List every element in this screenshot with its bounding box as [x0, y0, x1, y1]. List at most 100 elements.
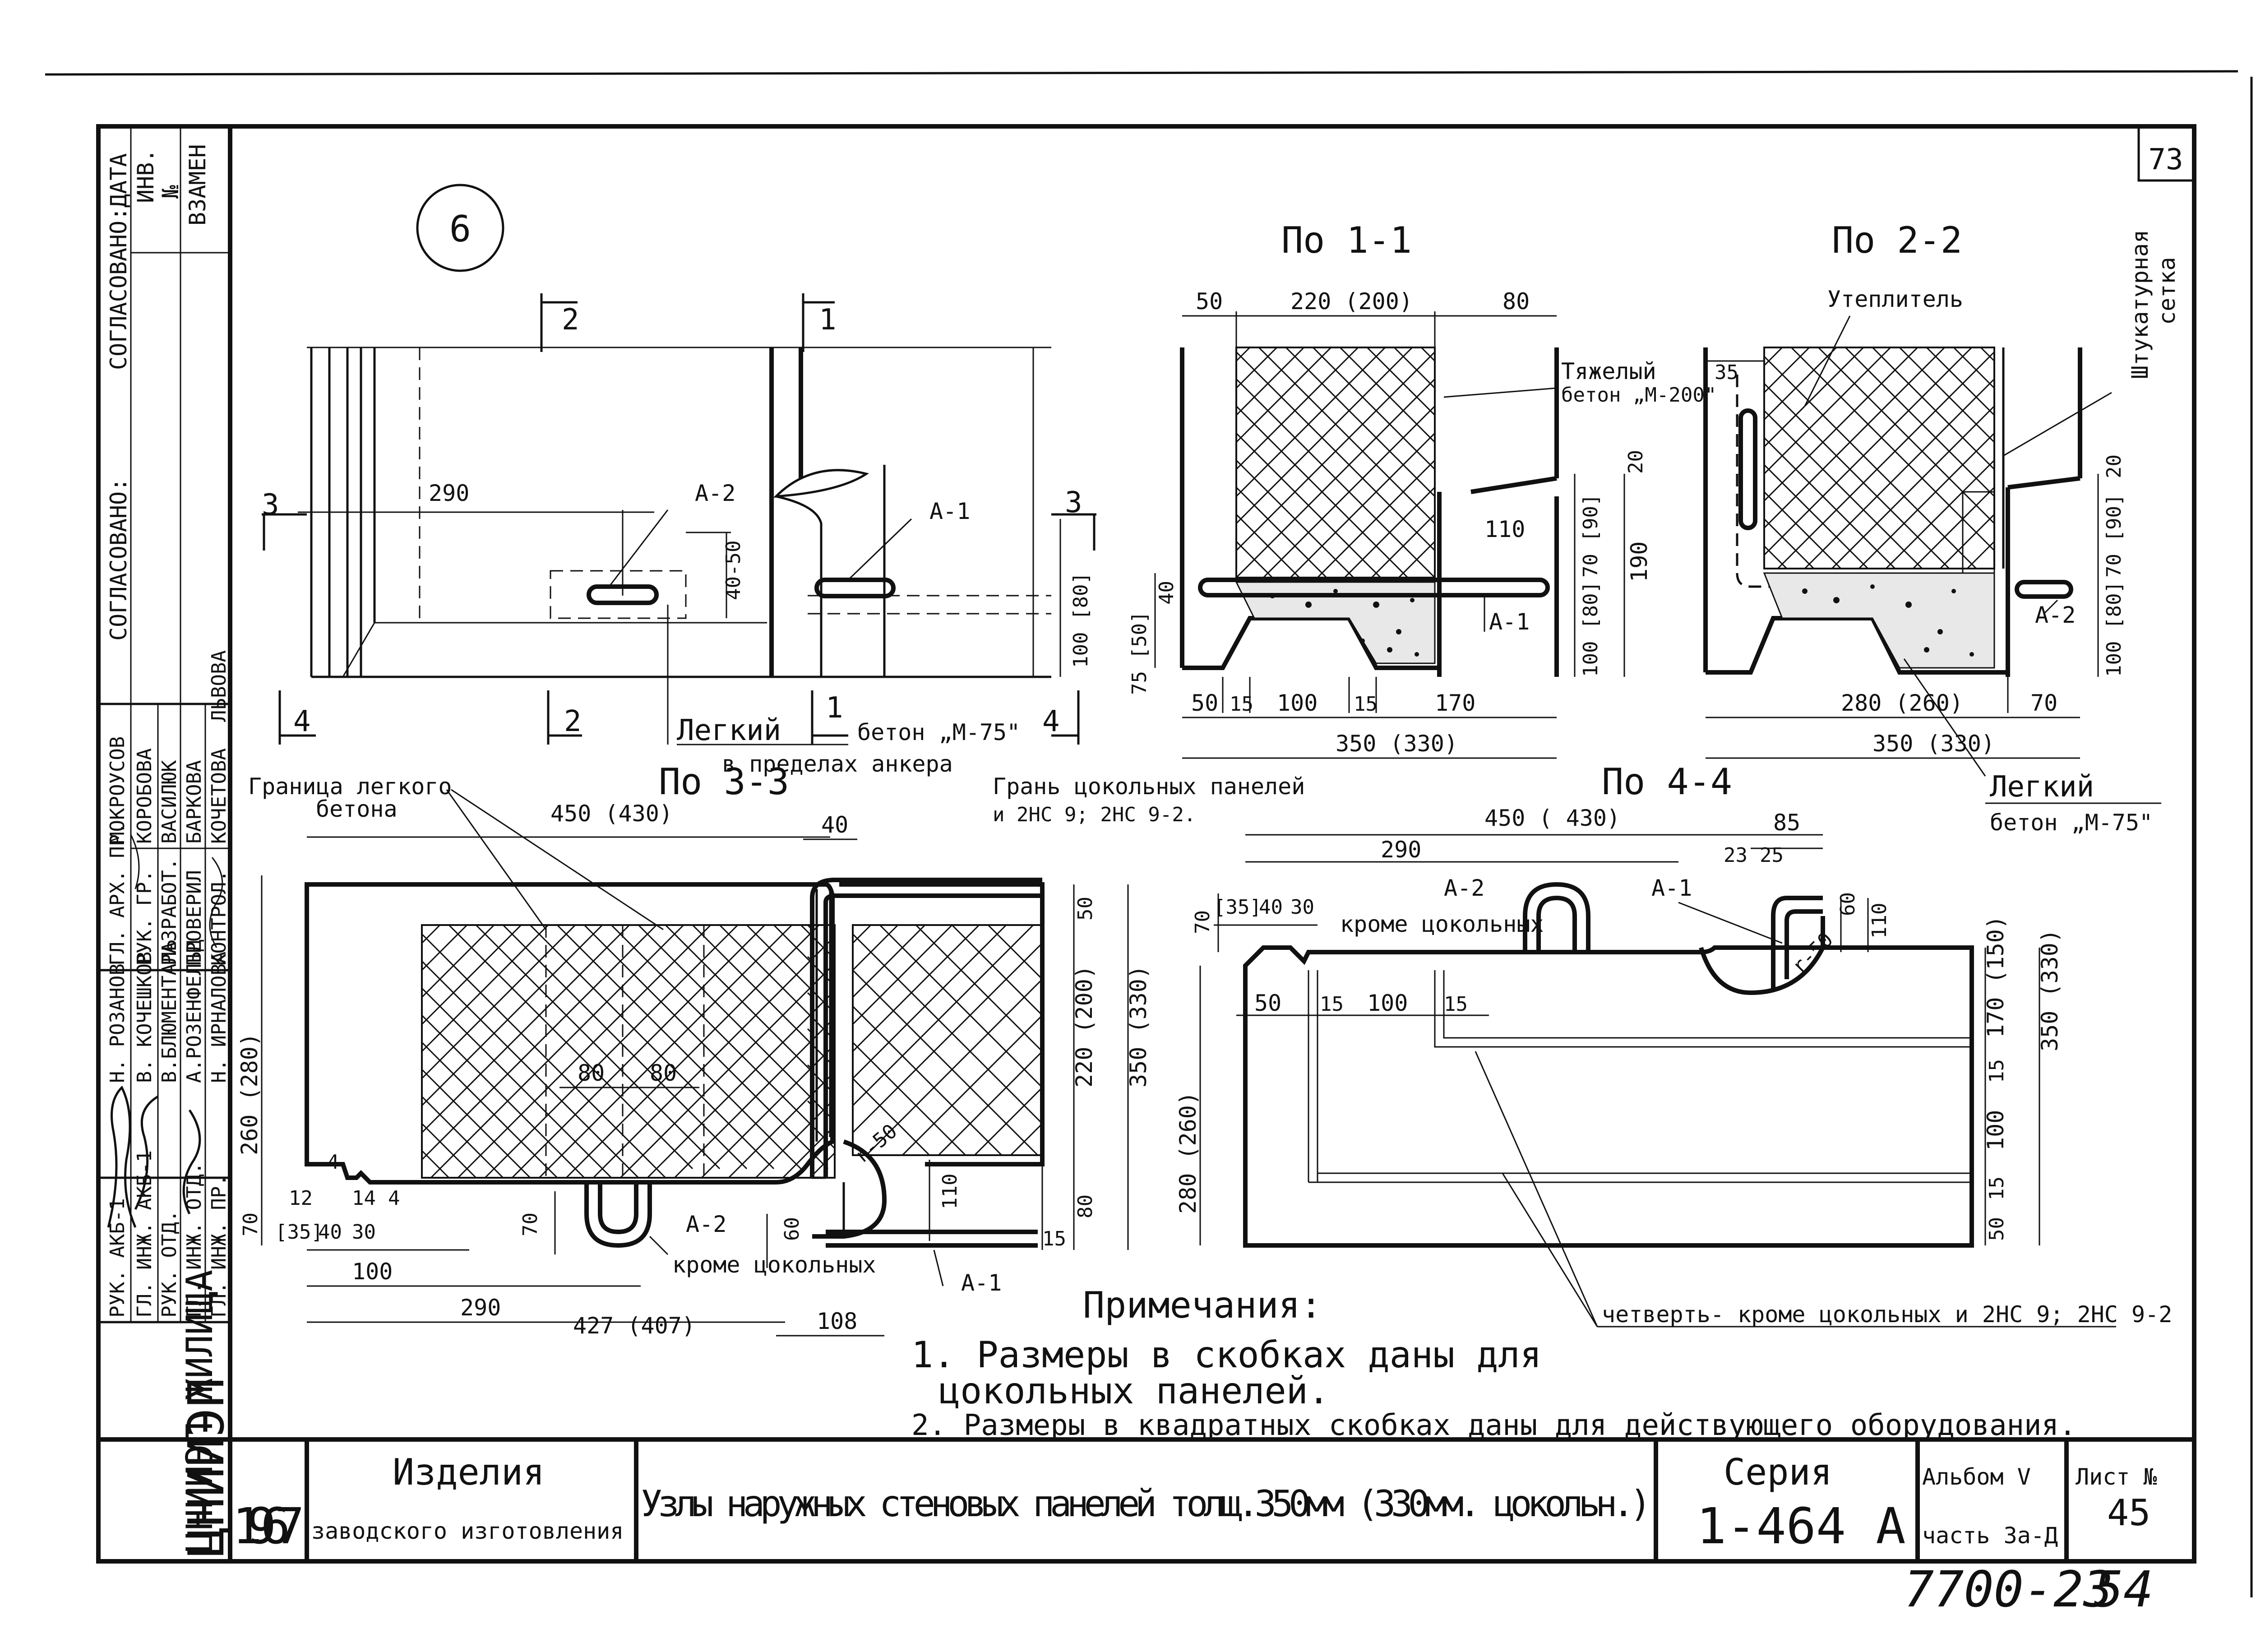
dim-40-1-1: 40 — [1155, 581, 1178, 605]
signatures — [107, 834, 223, 1228]
dim-70-b-3-3: 70 — [239, 1212, 262, 1236]
archive-number: 7700-23 — [1904, 1560, 2113, 1618]
label-light-boundary: Граница легкого — [248, 773, 452, 800]
dim-14: 14 — [352, 1187, 376, 1210]
stamp-name: Н. ИРНАЛОВА — [208, 952, 231, 1083]
stamp-role: ГЛ. ИНЖ. АКБ-1 — [133, 1150, 156, 1318]
stamp-role: ГЛ. АРХ. ПР. — [106, 822, 129, 966]
section-mark-2-top: 2 — [562, 303, 579, 337]
dim-r50-4-4: r-50 — [1788, 928, 1838, 978]
dim-50-bottom-1-1: 50 — [1191, 690, 1218, 716]
dim-70-a-3-3: 70 — [519, 1212, 542, 1236]
dim-75-50: 75 [50] — [1128, 611, 1151, 695]
title-block-frame — [228, 1439, 2069, 1561]
top-edge-line — [45, 70, 2238, 76]
dim-50-3-3: 50 — [1074, 897, 1097, 921]
caption-concrete-m75: бетон „М-75" — [857, 719, 1020, 745]
sheet-frame — [96, 124, 2196, 1564]
page-number-box — [2137, 126, 2194, 182]
notes-heading: Примечания: — [1083, 1284, 1322, 1326]
section-1-1 — [1154, 311, 1625, 759]
stamp-names-col2: МОКРОУСОВ КОРОБОВА ВАСИЛЮК БАРКОВА — [106, 736, 206, 844]
dim-23: 23 — [1724, 844, 1747, 867]
title-part: часть 3а-Д — [1922, 1522, 2058, 1549]
stamp-role: РАЗРАБОТ. — [158, 858, 181, 966]
stamp-label-no: № — [157, 185, 184, 199]
stamp-roles-col2: ГЛ. АРХ. ПР. РУК. ГР. РАЗРАБОТ. ПРОВЕРИЛ — [106, 822, 206, 966]
dim-350-330-3-3: 350 (330) — [1125, 965, 1151, 1087]
note-1-cont: цокольных панелей. — [938, 1370, 1330, 1412]
dim-280-260-4-4: 280 (260) — [1175, 1092, 1201, 1214]
dim-70-2-2: 70 — [2030, 690, 2057, 716]
dim-80-top: 80 — [1502, 288, 1530, 315]
section-3-3 — [261, 789, 1129, 1337]
dim-50-b-4-4: 50 — [1985, 1217, 2008, 1241]
dim-110-3-3: 110 — [938, 1174, 962, 1209]
section-mark-4-right: 4 — [1042, 705, 1060, 738]
note-2: 2. Размеры в квадратных скобках даны для… — [911, 1409, 2076, 1442]
stamp-roles-col1: РУК. АКБ-1 ГЛ. ИНЖ. АКБ-1 РУК. ОТД. ГЛ. … — [106, 1150, 206, 1318]
dim-100-a-4-4: 100 — [1367, 990, 1408, 1016]
dim-450-430: 450 (430) — [550, 801, 673, 827]
label-except-plinth-4-4: кроме цокольных — [1340, 911, 1544, 937]
dim-190-1-1: 190 — [1626, 541, 1652, 582]
label-mesh: сетка — [2154, 257, 2180, 325]
stamp-name: Н. РОЗАНОВ — [106, 963, 129, 1083]
section-2-2 — [1703, 315, 2161, 804]
label-a2-3-3: А-2 — [686, 1211, 726, 1237]
title-album: Альбом V — [1922, 1464, 2031, 1490]
dim-15-a-4-4: 15 — [1320, 993, 1344, 1016]
dim-4-b: 4 — [388, 1187, 400, 1210]
caption-light: Легкий — [677, 714, 781, 747]
dim-40-b-3-3: 40 — [318, 1221, 342, 1244]
title-sheet-label: Лист № — [2076, 1464, 2157, 1490]
dim-427-407: 427 (407) — [573, 1313, 695, 1339]
dim-20-2-2: 20 — [2103, 454, 2126, 478]
page-number: 73 — [2148, 143, 2183, 176]
dim-70-4-4: 70 — [1191, 910, 1214, 934]
stamp-names-col1: Н. РОЗАНОВ В. КОЧЕШКОВ В.БЛЮМЕНТАЛЬ А.РО… — [106, 939, 206, 1083]
dim-100-b-4-4: 100 — [1983, 1110, 2009, 1151]
title-main: Узлы наружных стеновых панелей толщ.350м… — [641, 1483, 1651, 1525]
label-plaster: Штукатурная — [2127, 230, 2153, 379]
section-mark-4-left: 4 — [293, 705, 311, 738]
section-2-2-title: По 2-2 — [1832, 219, 1962, 261]
sheet-handwritten-number: 54 — [2094, 1560, 2153, 1618]
title-category-2: заводского изготовления — [311, 1518, 624, 1544]
stamp-name: А.РОЗЕНФЕЛЬД — [183, 939, 206, 1083]
caption-light-2-2: Легкий — [1990, 770, 2094, 804]
dim-20-1-1: 20 — [1624, 450, 1647, 474]
dim-260-280: 260 (280) — [236, 1033, 263, 1155]
dim-35-3-3: [35] — [275, 1221, 323, 1244]
section-mark-3-left: 3 — [262, 488, 279, 522]
section-mark-1-top: 1 — [819, 303, 837, 337]
dim-100-80-2-2: 100 [80] — [2103, 581, 2126, 677]
stamp-label-agreed-1: СОГЛАСОВАНО: — [106, 478, 132, 641]
stamp-name: МОКРОУСОВ — [106, 736, 129, 844]
dim-290-3-3: 290 — [460, 1295, 501, 1321]
label-panel-face: Грань цокольных панелей — [993, 773, 1305, 800]
caption-within-anchor: в пределах анкера — [722, 751, 953, 777]
dim-220-200: 220 (200) — [1290, 288, 1413, 315]
dim-80-a: 80 — [578, 1060, 605, 1086]
dim-110-4-4: 110 — [1868, 903, 1891, 939]
dim-450-430-4-4: 450 ( 430) — [1484, 805, 1620, 831]
dim-85: 85 — [1773, 810, 1800, 836]
dim-290: 290 — [429, 480, 469, 506]
detail-number: 6 — [449, 208, 471, 250]
stamp-label-date: ДАТА — [106, 153, 132, 208]
title-year: 1967 — [232, 1497, 305, 1555]
dim-15-b-1-1: 15 — [1354, 693, 1378, 716]
stamp-label-inv: ИНВ. — [133, 149, 159, 203]
dim-108: 108 — [817, 1308, 857, 1334]
section-3-3-title: По 3-3 — [659, 761, 789, 803]
section-mark-1-bottom: 1 — [826, 691, 843, 725]
dim-280-260: 280 (260) — [1841, 690, 1963, 716]
stamp-name: КОЧЕТОВА — [208, 748, 231, 844]
stamp-col3: ГЛ. ИНЖ. ПР. Н. ИРНАЛОВА КОНТРОЛ. КОЧЕТО… — [208, 650, 231, 1318]
section-mark-3-right: 3 — [1065, 486, 1082, 519]
section-4-4-title: По 4-4 — [1602, 761, 1732, 803]
title-series-value: 1-464 А — [1697, 1497, 1906, 1555]
label-a2-2-2: А-2 — [2035, 602, 2076, 628]
dim-15-a-1-1: 15 — [1230, 693, 1253, 716]
